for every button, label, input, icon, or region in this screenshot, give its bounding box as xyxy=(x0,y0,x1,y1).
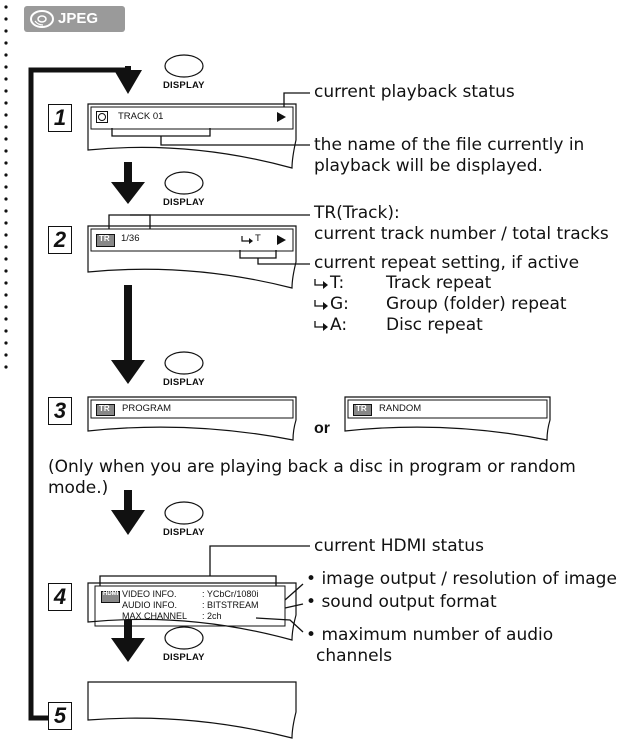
program-random-note: (Only when you are playing back a disc i… xyxy=(48,457,576,498)
screen2-count: 1/36 xyxy=(121,233,140,244)
hdmi-info-table: VIDEO INFO. : YCbCr/1080i AUDIO INFO. : … xyxy=(122,589,284,622)
annot-repeat: current repeat setting, if active xyxy=(314,253,580,273)
dotted-margin-line xyxy=(4,5,8,369)
step-number-5: 5 xyxy=(48,702,72,730)
jpeg-badge: JPEG xyxy=(24,6,125,32)
hdmi-info-row: VIDEO INFO. : YCbCr/1080i xyxy=(122,589,259,599)
step-number-4: 4 xyxy=(48,583,72,611)
play-icon xyxy=(277,112,286,122)
annot-sound-output: • sound output format xyxy=(306,592,497,612)
screen-2 xyxy=(87,225,297,289)
annot-max-channels: • maximum number of audio channels xyxy=(306,625,554,666)
tr-icon: TR xyxy=(96,234,115,247)
annot-image-output: • image output / resolution of image xyxy=(306,569,617,589)
step-number-3: 3 xyxy=(48,397,72,425)
display-label-2: DISPLAY xyxy=(163,197,205,208)
screen3-program: PROGRAM xyxy=(122,403,172,414)
tr-icon-3b: TR xyxy=(353,404,372,416)
repeat-arrow-icon xyxy=(314,300,328,310)
screen3-random: RANDOM xyxy=(379,403,422,414)
display-label-3: DISPLAY xyxy=(163,377,205,388)
display-button-5 xyxy=(164,626,204,650)
step-number-2: 2 xyxy=(48,226,72,254)
hdmi-info-row: MAX CHANNEL : 2ch xyxy=(122,611,222,621)
disc-icon xyxy=(30,10,54,28)
disc-small-icon xyxy=(96,111,108,123)
display-button-3 xyxy=(164,351,204,375)
hdmi-info-row: AUDIO INFO. : BITSTREAM xyxy=(122,600,259,610)
or-label: or xyxy=(314,420,330,437)
play-icon-2 xyxy=(277,235,286,245)
repeat-arrow-icon xyxy=(314,321,328,331)
badge-label: JPEG xyxy=(58,10,99,27)
display-button-1 xyxy=(164,54,204,78)
display-label-1: DISPLAY xyxy=(163,80,205,91)
display-label-4: DISPLAY xyxy=(163,527,205,538)
annot-hdmi-status: current HDMI status xyxy=(314,536,484,556)
repeat-icon xyxy=(241,236,253,244)
annot-filename: the name of the file currently in playba… xyxy=(314,135,585,176)
step-number-1: 1 xyxy=(48,104,72,132)
annot-tr-desc: current track number / total tracks xyxy=(314,224,609,244)
display-button-4 xyxy=(164,501,204,525)
screen2-repeat: T xyxy=(255,233,261,244)
display-label-5: DISPLAY xyxy=(163,652,205,663)
screen-5 xyxy=(87,681,297,739)
display-button-2 xyxy=(164,171,204,195)
annot-tr-title: TR(Track): xyxy=(314,203,400,223)
repeat-arrow-icon xyxy=(314,279,328,289)
screen1-track: TRACK 01 xyxy=(118,111,164,122)
tr-icon-3a: TR xyxy=(96,404,115,416)
arrow-down-1 xyxy=(114,70,142,94)
return-flow-line xyxy=(28,67,128,721)
annot-playback-status: current playback status xyxy=(314,82,515,102)
hdmi-icon: HDMI xyxy=(101,591,120,603)
